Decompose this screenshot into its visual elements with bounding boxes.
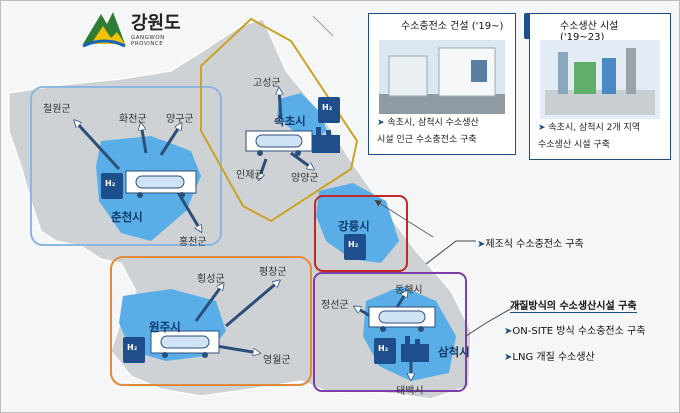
gangneung-hub-label: 강릉시 [338, 219, 370, 233]
town-hwacheon: 화천군 [119, 114, 147, 125]
samcheok-leader [465, 302, 522, 337]
town-goseong: 고성군 [253, 78, 281, 89]
gangneung-to-callout [374, 199, 434, 238]
hydrogen-station-icon [374, 338, 396, 364]
truck-icon [150, 330, 220, 358]
town-pyeongchang: 평창군 [259, 267, 287, 278]
hydrogen-icon-text: H₂ [377, 21, 388, 30]
truck-icon [368, 306, 436, 332]
town-cheorwon: 철원군 [43, 104, 71, 115]
town-jeongseon: 정선군 [321, 300, 349, 311]
gangneung-note: ➤제조식 수소충전소 구축 [477, 239, 584, 250]
station-callout: 수소충전소 건설 ('19~) ➤ 속초시, 삼척시 수소생산 시설 인근 수소… [368, 13, 516, 155]
production-leader [312, 15, 334, 37]
town-hoengseong: 횡성군 [197, 274, 225, 285]
samcheok-region-box [313, 272, 467, 392]
station-callout-line1: 속초시, 삼척시 수소생산 [387, 118, 479, 128]
truck-icon [125, 170, 197, 198]
gangneung-leader [425, 240, 476, 265]
station-photo [379, 40, 505, 114]
hydrogen-station-icon [344, 234, 366, 260]
samcheok-note-item1: ➤ON-SITE 방식 수소충전소 구축 [504, 326, 646, 337]
wonju-hub-label: 원주시 [149, 320, 181, 334]
hydrogen-icon-text: H₂ [378, 344, 389, 353]
production-render [540, 40, 660, 119]
factory-icon [312, 127, 340, 153]
logo-name-en: GANGWON PROVINCE [131, 35, 165, 47]
samcheok-note-item2: ➤LNG 개질 수소생산 [504, 352, 595, 363]
truck-icon [245, 130, 313, 156]
samcheok-hub-label: 삼척시 [438, 345, 470, 359]
production-callout-line1: 속초시, 삼척시 2개 지역 [548, 123, 641, 133]
samcheok-note-title: 개질방식의 수소생산시설 구축 [510, 297, 637, 313]
town-yanggu: 양구군 [166, 114, 194, 125]
town-taebaek: 태백시 [396, 386, 424, 397]
gangneung-region-box [314, 195, 408, 272]
wonju-region-box [110, 256, 312, 386]
town-yeongwol: 영월군 [263, 355, 291, 366]
hydrogen-icon-text: H₂ [322, 103, 333, 112]
town-donghae: 동해시 [395, 285, 423, 296]
chuncheon-arrows [75, 121, 201, 231]
station-callout-line2: 시설 인근 수소충전소 구축 [377, 135, 477, 145]
hydrogen-station-icon [101, 173, 123, 199]
sokcho-region-box [200, 17, 359, 223]
hydrogen-icon-text: H₂ [348, 240, 359, 249]
gangwon-logo: 강원도 GANGWON PROVINCE [81, 8, 191, 50]
production-callout: 수소생산 시설 ('19~23) ➤ 속초시, 삼척시 2개 지역 수소생산 시… [529, 13, 671, 160]
town-hongcheon: 홍천군 [179, 237, 207, 248]
chuncheon-hub-label: 춘천시 [111, 210, 143, 224]
town-inje: 인제군 [236, 170, 264, 181]
hydrogen-station-icon [318, 97, 340, 123]
hydrogen-station-icon [123, 337, 145, 363]
logo-mark [82, 12, 126, 48]
factory-icon [401, 336, 429, 362]
hydrogen-icon-text: H₂ [127, 343, 138, 352]
logo-name-kr: 강원도 [131, 13, 181, 34]
sokcho-area [277, 93, 327, 141]
production-callout-line2: 수소생산 시설 구축 [538, 140, 610, 150]
hydrogen-icon-text: H₂ [105, 179, 116, 188]
station-callout-title: 수소충전소 건설 ('19~) [401, 21, 504, 32]
sokcho-arrows [259, 89, 313, 179]
town-yangyang: 양양군 [291, 173, 319, 184]
sokcho-hub-label: 속초시 [274, 114, 306, 128]
wonju-arrows [194, 281, 279, 353]
production-callout-title: 수소생산 시설 ('19~23) [560, 21, 619, 43]
